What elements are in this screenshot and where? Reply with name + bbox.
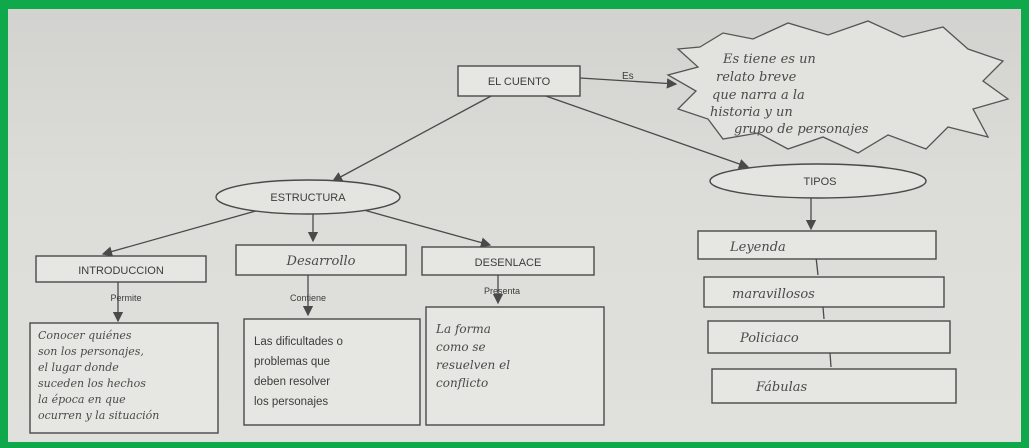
type-item-label: Policiaco [739,331,799,346]
development-detail-line: problemas que [254,356,330,368]
introduction-node [35,255,207,283]
type-item-box [711,368,957,404]
paper-sheet: EL CUENTO Es Es tiene es un relato breve… [8,9,1021,442]
introduction-detail-line: ocurren y la situación [38,409,159,422]
types-node [709,163,927,199]
development-connector: Contiene [290,293,326,303]
introduction-connector: Permite [110,293,141,303]
outcome-detail: La forma como se resuelven el conflicto [435,322,510,390]
introduction-detail: Conocer quiénes son los personajes, el l… [38,329,159,422]
development-detail-line: Las dificultades o [254,336,343,348]
edge-structure-to-introduction [101,206,271,257]
definition-line: Es tiene es un [722,52,816,67]
edge-root-to-types [542,94,750,169]
development-node [235,244,407,276]
outcome-detail-line: como se [436,340,486,354]
development-detail-line: deben resolver [254,376,330,388]
outcome-detail-line: conflicto [436,376,488,390]
introduction-detail-line: suceden los hechos [38,377,146,390]
structure-label: ESTRUCTURA [270,192,346,204]
outcome-node [421,246,595,276]
edge-types-list-link-3 [829,352,832,368]
outcome-connector: Presenta [484,286,520,296]
definition-line: grupo de personajes [734,122,869,137]
definition-line: relato breve [716,70,797,85]
outcome-detail-line: resuelven el [436,358,510,372]
root-label: EL CUENTO [488,76,551,88]
structure-node [215,179,401,215]
introduction-detail-line: el lugar donde [38,361,119,374]
development-detail-line: los personajes [254,396,328,408]
type-item-label: Fábulas [755,380,807,395]
development-detail-box [243,318,421,426]
definition-burst [666,20,1010,154]
edge-types-list-link-2 [822,306,825,320]
outcome-detail-box [425,306,605,426]
type-item-box [703,276,945,308]
edge-root-to-definition [579,77,678,89]
introduction-detail-line: la época en que [38,393,126,406]
definition-connector: Es [622,71,634,82]
introduction-detail-line: Conocer quiénes [38,329,132,342]
concept-map: EL CUENTO Es Es tiene es un relato breve… [29,20,1010,434]
development-label: Desarrollo [286,254,356,269]
type-item-label: maravillosos [732,287,815,302]
outcome-label: DESENLACE [475,257,542,269]
type-item-box [697,230,937,260]
development-detail: Las dificultades o problemas que deben r… [254,336,343,408]
definition-line: que narra a la [712,88,805,103]
outcome-detail-line: La forma [435,322,491,336]
type-item-box [707,320,951,354]
edge-types-list-link-1 [815,256,819,276]
type-item-label: Leyenda [729,240,786,255]
edge-structure-to-outcome [352,206,492,248]
types-label: TIPOS [803,176,836,188]
definition-text: Es tiene es un relato breve que narra a … [710,52,869,137]
introduction-detail-line: son los personajes, [38,345,144,358]
definition-line: historia y un [710,105,793,120]
root-node [457,65,581,97]
edge-root-to-structure [331,94,494,182]
introduction-detail-box [29,322,219,434]
introduction-label: INTRODUCCION [78,265,164,277]
